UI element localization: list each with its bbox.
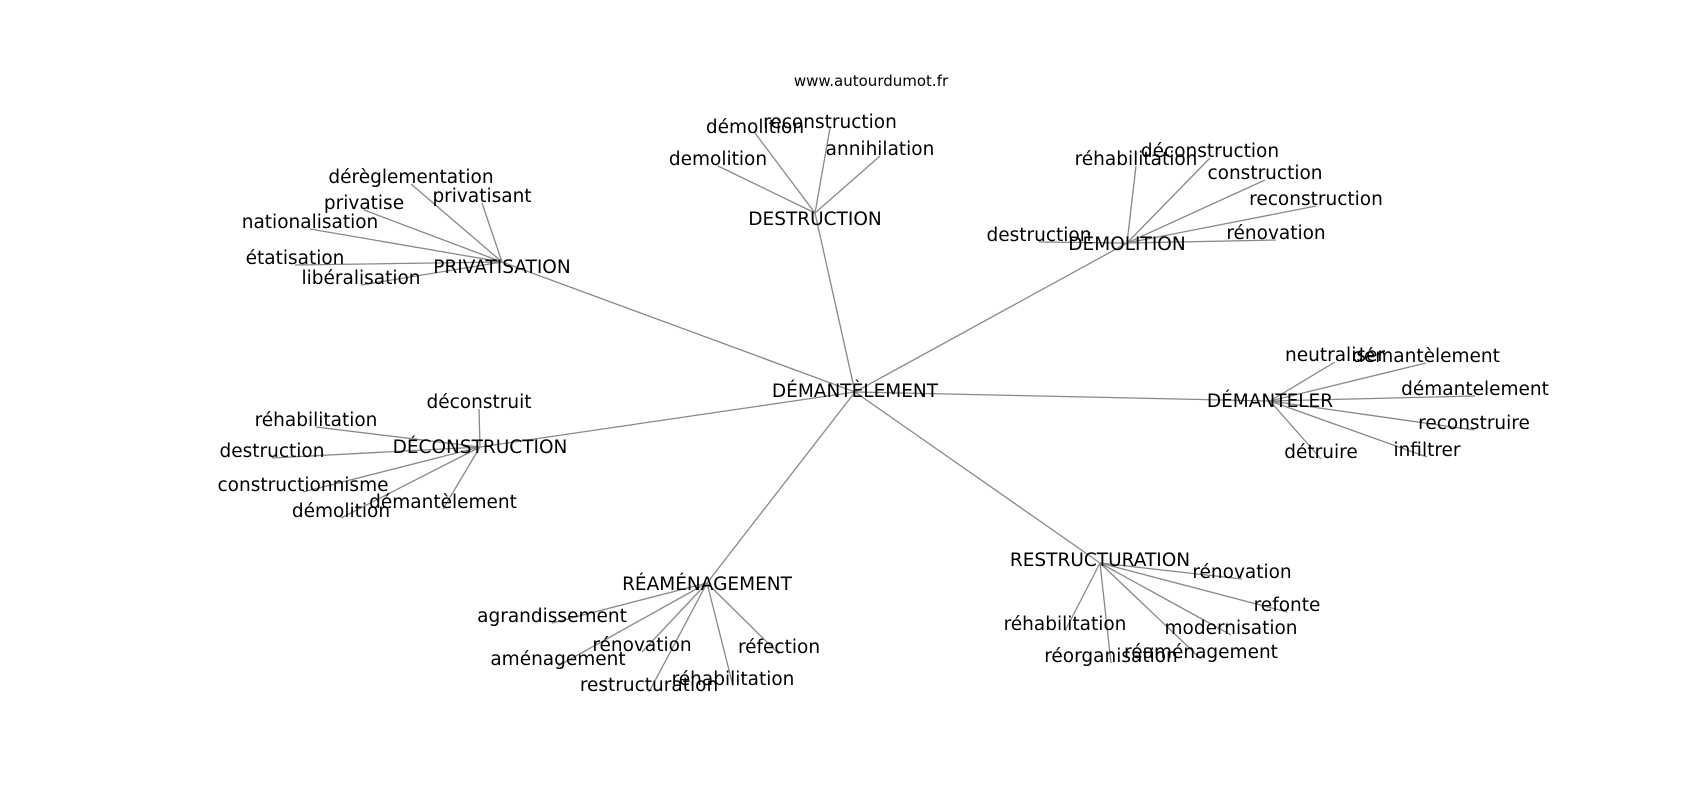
edge-privatisation-leaf-5 — [360, 261, 503, 286]
edge-reamenagement-leaf-1 — [641, 582, 708, 653]
edge-demanteler-leaf-4 — [1269, 400, 1322, 460]
edge-restructuration-leaf-4 — [1099, 562, 1112, 664]
edge-demolition-leaf-3 — [1126, 205, 1317, 244]
edge-deconstruction-leaf-1 — [315, 426, 481, 448]
leaf-node-privatisation-5: libéralisation — [301, 268, 420, 289]
hub-node-demolition: DÉMOLITION — [1068, 233, 1185, 255]
edge-restructuration-leaf-2 — [1064, 562, 1101, 632]
edge-privatisation-leaf-2 — [481, 202, 503, 263]
leaf-node-destruction-0: démolition — [706, 117, 804, 138]
edge-privatisation-leaf-4 — [294, 261, 503, 266]
edge-reamenagement-leaf-5 — [706, 582, 734, 687]
leaf-node-demanteler-5: infiltrer — [1393, 440, 1460, 461]
leaf-node-restructuration-2: réhabilitation — [1004, 614, 1127, 635]
edge-center-privatisation — [501, 261, 856, 393]
edge-center-demanteler — [854, 391, 1271, 402]
hub-node-demanteler: DÉMANTELER — [1207, 390, 1333, 412]
hub-node-destruction: DESTRUCTION — [748, 209, 881, 230]
leaf-node-deconstruction-3: constructionnisme — [218, 475, 389, 496]
leaf-node-reamenagement-4: restructuration — [580, 675, 718, 696]
leaf-node-deconstruction-1: réhabilitation — [255, 410, 378, 431]
leaf-node-restructuration-3: modernisation — [1164, 618, 1297, 639]
edge-restructuration-leaf-5 — [1099, 562, 1202, 660]
leaf-node-demolition-3: reconstruction — [1249, 189, 1383, 210]
leaf-node-demolition-2: construction — [1207, 163, 1322, 184]
leaf-node-deconstruction-4: démolition — [292, 501, 390, 522]
edge-demanteler-leaf-2 — [1269, 395, 1476, 402]
leaf-node-demolition-5: rénovation — [1226, 223, 1325, 244]
edge-center-reamenagement — [706, 391, 856, 584]
edge-demolition-leaf-1 — [1126, 157, 1211, 244]
edge-demanteler-leaf-1 — [1269, 362, 1427, 402]
edge-destruction-leaf-1 — [814, 127, 831, 214]
leaf-node-demanteler-1: démantèlement — [1352, 346, 1500, 367]
edge-privatisation-leaf-1 — [363, 209, 503, 263]
leaf-node-restructuration-4: réorganisation — [1044, 646, 1178, 667]
edge-destruction-leaf-0 — [754, 132, 816, 214]
leaf-node-demolition-1: déconstruction — [1141, 141, 1279, 162]
edge-reamenagement-leaf-3 — [557, 582, 708, 667]
edge-deconstruction-leaf-4 — [340, 446, 481, 519]
edge-demolition-leaf-0 — [1126, 165, 1137, 244]
leaf-node-demolition-0: réhabilitation — [1075, 149, 1198, 170]
hub-node-restructuration: RESTRUCTURATION — [1010, 550, 1190, 571]
leaf-node-destruction-1: reconstruction — [763, 112, 897, 133]
edge-restructuration-leaf-1 — [1099, 562, 1288, 613]
edge-demolition-leaf-2 — [1126, 179, 1266, 244]
edge-destruction-leaf-2 — [717, 165, 816, 214]
leaf-node-privatisation-2: privatisant — [432, 186, 531, 207]
edge-reamenagement-leaf-4 — [648, 582, 708, 693]
leaf-node-privatisation-0: dérèglementation — [328, 167, 493, 188]
edge-restructuration-leaf-3 — [1099, 562, 1232, 636]
edge-restructuration-leaf-0 — [1099, 562, 1243, 580]
edge-destruction-leaf-3 — [814, 155, 881, 214]
edge-demanteler-leaf-0 — [1269, 361, 1336, 402]
leaf-node-reamenagement-2: réfection — [738, 637, 820, 658]
leaf-node-deconstruction-2: destruction — [220, 441, 325, 462]
leaf-node-privatisation-4: étatisation — [246, 248, 345, 269]
leaf-node-restructuration-5: réaménagement — [1124, 642, 1278, 663]
leaf-node-destruction-2: demolition — [669, 149, 767, 170]
edge-reamenagement-leaf-0 — [551, 582, 708, 624]
edge-demanteler-leaf-3 — [1269, 400, 1475, 431]
edge-center-restructuration — [854, 391, 1101, 564]
leaf-node-reamenagement-0: agrandissement — [477, 606, 627, 627]
edge-deconstruction-leaf-2 — [271, 446, 481, 459]
edge-reamenagement-leaf-2 — [706, 582, 780, 655]
hub-node-reamenagement: RÉAMÉNAGEMENT — [622, 573, 793, 595]
edge-privatisation-leaf-0 — [410, 183, 503, 263]
leaf-node-deconstruction-0: déconstruit — [427, 392, 532, 413]
leaf-node-demanteler-0: neutraliser — [1285, 345, 1385, 366]
edge-deconstruction-leaf-5 — [442, 446, 481, 510]
leaf-node-demanteler-2: démantelement — [1401, 379, 1549, 400]
edge-demanteler-leaf-5 — [1269, 400, 1428, 458]
edge-center-destruction — [814, 212, 856, 393]
leaf-node-restructuration-0: rénovation — [1192, 562, 1291, 583]
leaf-node-restructuration-1: refonte — [1254, 595, 1321, 616]
leaf-node-demanteler-3: reconstruire — [1418, 413, 1530, 434]
leaf-node-privatisation-1: privatise — [324, 193, 404, 214]
leaf-node-reamenagement-1: rénovation — [592, 635, 691, 656]
leaf-node-reamenagement-5: réhabilitation — [672, 669, 795, 690]
leaf-node-privatisation-3: nationalisation — [242, 212, 379, 233]
labels-layer: DÉMANTÈLEMENTDESTRUCTIONdémolitionrecons… — [218, 112, 1549, 696]
leaf-node-reamenagement-3: aménagement — [490, 649, 625, 670]
edges-layer — [271, 127, 1476, 693]
center-node-label: DÉMANTÈLEMENT — [772, 380, 939, 402]
source-watermark: www.autourdumot.fr — [794, 72, 949, 90]
edge-privatisation-leaf-3 — [309, 228, 503, 263]
leaf-node-destruction-3: annihilation — [826, 139, 935, 160]
leaf-node-deconstruction-5: démantèlement — [369, 492, 517, 513]
edge-center-demolition — [854, 242, 1128, 393]
leaf-node-demolition-4: destruction — [987, 225, 1092, 246]
edge-deconstruction-leaf-0 — [478, 408, 481, 448]
edge-demolition-leaf-5 — [1126, 239, 1277, 244]
hub-node-privatisation: PRIVATISATION — [433, 257, 570, 278]
hub-node-deconstruction: DÉCONSTRUCTION — [393, 436, 568, 458]
edge-center-deconstruction — [479, 391, 856, 448]
edge-demolition-leaf-4 — [1038, 241, 1128, 244]
edge-deconstruction-leaf-3 — [302, 446, 481, 493]
leaf-node-demanteler-4: détruire — [1284, 442, 1357, 463]
